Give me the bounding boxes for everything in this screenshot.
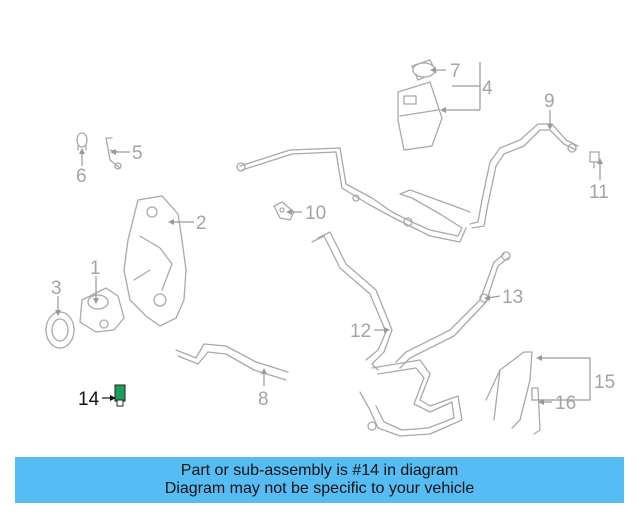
bolt-14-leader — [102, 395, 116, 401]
parts-diagram: 1 2 3 4 5 6 7 8 9 10 11 12 13 14 15 16 — [45, 59, 615, 437]
callout-3: 3 — [51, 278, 62, 299]
fitting-part-11[interactable] — [589, 151, 600, 169]
callout-16: 16 — [555, 393, 576, 414]
bracket-part-15[interactable] — [485, 351, 533, 429]
banner-line-disclaimer: Diagram may not be specific to your vehi… — [164, 480, 475, 497]
clip-part-6[interactable] — [76, 132, 88, 151]
timing-cover-part-2[interactable] — [123, 195, 187, 327]
callout-2: 2 — [196, 213, 207, 234]
callout-7: 7 — [450, 61, 461, 82]
hose-part-13[interactable] — [395, 251, 511, 369]
callout-4: 4 — [482, 78, 493, 99]
reservoir-part-4[interactable] — [397, 81, 443, 151]
bracket-part-10[interactable] — [273, 201, 295, 221]
cooler-loop[interactable] — [359, 359, 463, 437]
hose-part-9[interactable] — [469, 123, 579, 229]
callout-13: 13 — [502, 287, 523, 308]
callout-8: 8 — [258, 389, 269, 410]
power-steering-pump-part-1[interactable] — [79, 287, 125, 333]
pulley-part-3[interactable] — [45, 311, 75, 349]
callout-12: 12 — [350, 321, 371, 342]
callout-9: 9 — [544, 91, 555, 112]
callout-11: 11 — [589, 182, 609, 203]
leader-lines — [55, 62, 603, 405]
return-line-part-12[interactable] — [311, 231, 393, 371]
bracket-part-16[interactable] — [531, 387, 541, 435]
callout-1: 1 — [90, 258, 101, 279]
callout-10: 10 — [305, 203, 326, 224]
info-banner: Part or sub-assembly is #14 in diagram D… — [15, 457, 624, 503]
callout-14: 14 — [78, 389, 100, 410]
banner-line-part-info: Part or sub-assembly is #14 in diagram — [180, 462, 459, 479]
callout-6: 6 — [76, 166, 87, 187]
hose-part-8[interactable] — [175, 343, 289, 381]
callout-5: 5 — [132, 143, 143, 164]
pressure-line[interactable] — [236, 147, 471, 243]
bolt-part-14[interactable] — [114, 384, 126, 407]
callout-15: 15 — [594, 372, 615, 393]
